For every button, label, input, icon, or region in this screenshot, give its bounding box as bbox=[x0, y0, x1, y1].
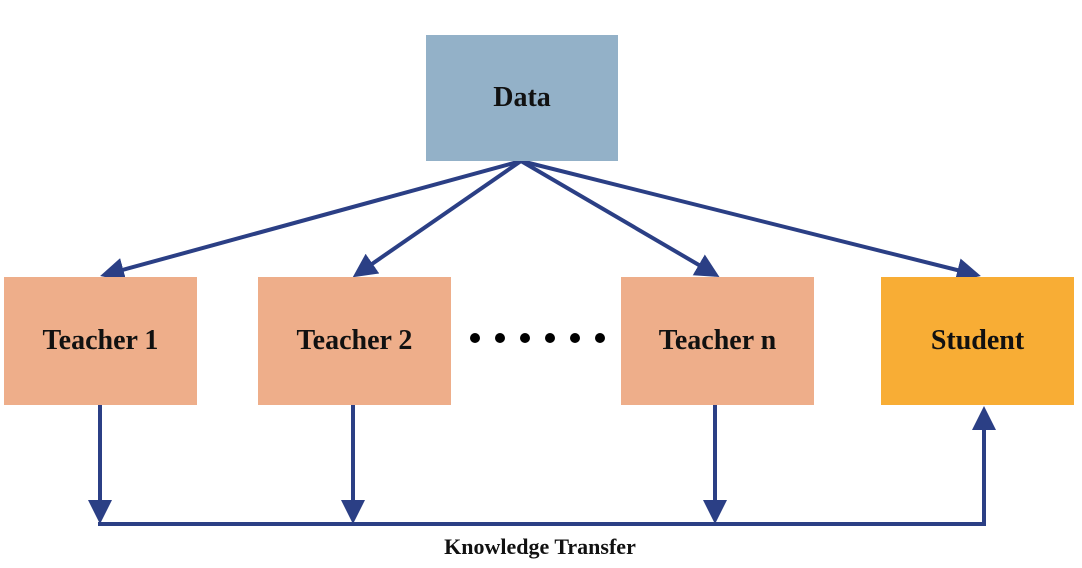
arrow-data-to-student bbox=[520, 159, 981, 282]
data-node-label: Data bbox=[493, 82, 551, 113]
ellipsis-dot bbox=[570, 333, 580, 343]
teacher-n-node: Teacher n bbox=[621, 277, 814, 405]
teacher-2-label: Teacher 2 bbox=[296, 325, 413, 356]
arrow-data-to-teacher-1 bbox=[100, 159, 522, 282]
student-label: Student bbox=[930, 325, 1025, 356]
arrow-data-to-teacher-2 bbox=[352, 159, 523, 278]
data-node: Data bbox=[426, 35, 618, 161]
ellipsis-dot bbox=[545, 333, 555, 343]
ellipsis-dot bbox=[520, 333, 530, 343]
teacher-1-node: Teacher 1 bbox=[4, 277, 197, 405]
teacher-1-label: Teacher 1 bbox=[42, 325, 159, 356]
knowledge-transfer-caption: Knowledge Transfer bbox=[444, 534, 636, 559]
teacher-2-node: Teacher 2 bbox=[258, 277, 451, 405]
ellipsis bbox=[470, 318, 605, 358]
ellipsis-dot bbox=[495, 333, 505, 343]
teacher-n-label: Teacher n bbox=[658, 325, 777, 356]
arrow-data-to-teacher-n bbox=[519, 159, 720, 278]
ellipsis-dot bbox=[595, 333, 605, 343]
ellipsis-dot bbox=[470, 333, 480, 343]
student-node: Student bbox=[881, 277, 1074, 405]
